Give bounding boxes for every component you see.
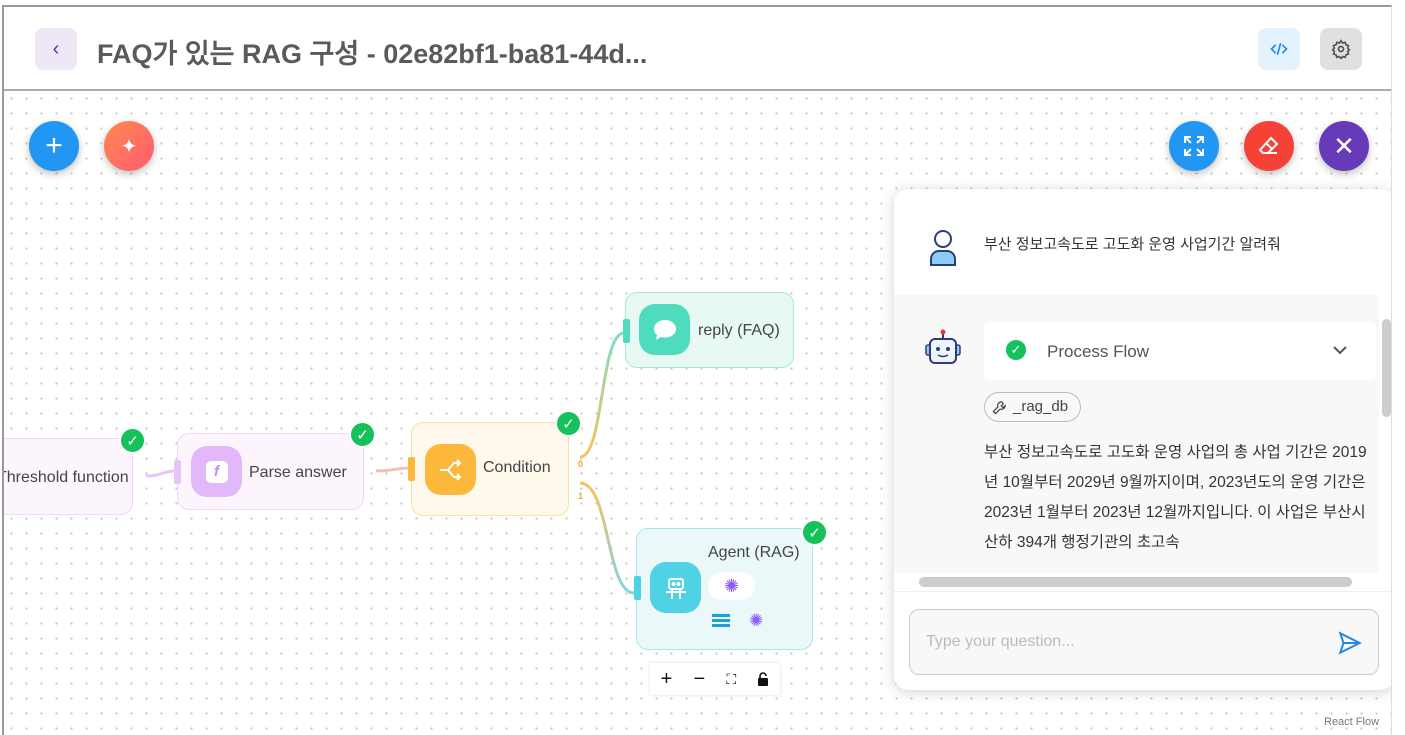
node-label: reply (FAQ) [698, 322, 780, 339]
tool-chip-label: _rag_db [1013, 398, 1069, 415]
ai-assist-button[interactable]: ✦ [104, 121, 154, 171]
input-handle[interactable] [174, 460, 181, 484]
close-icon: ✕ [1333, 130, 1355, 161]
node-reply-faq[interactable]: reply (FAQ) [623, 292, 794, 368]
node-threshold-function[interactable]: Threshold function [4, 438, 133, 515]
back-button[interactable]: ‹ [35, 28, 77, 70]
edge-condition-reply [579, 331, 625, 459]
flow-controls: + − ⛶ [650, 663, 780, 695]
vertical-scrollbar[interactable] [1379, 191, 1391, 571]
process-flow-accordion[interactable]: ✓ Process Flow [984, 322, 1376, 380]
plus-icon: + [45, 129, 63, 162]
clear-button[interactable] [1244, 121, 1294, 171]
vector-db-icon [712, 614, 730, 628]
scroll-thumb[interactable] [1382, 319, 1391, 417]
function-icon: f [191, 446, 242, 497]
page-title: FAQ가 있는 RAG 구성 - 02e82bf1-ba81-44d... [97, 39, 648, 69]
user-avatar-icon [930, 230, 956, 266]
code-icon [1270, 42, 1288, 56]
bot-answer: 부산 정보고속도로 고도화 운영 사업의 총 사업 기간은 2019년 10월부… [984, 444, 1367, 551]
horizontal-scrollbar[interactable] [894, 573, 1379, 591]
input-handle[interactable] [408, 457, 415, 481]
node-agent-rag[interactable]: Agent (RAG) ✺ ✺ [634, 528, 813, 650]
success-check-icon: ✓ [555, 410, 582, 437]
success-check-icon: ✓ [801, 519, 828, 546]
zoom-in-icon[interactable]: + [660, 667, 673, 690]
input-placeholder: Type your question... [926, 633, 1075, 650]
edges [145, 331, 635, 595]
user-message-row: 부산 정보고속도로 고도화 운영 사업기간 알려줘 [894, 189, 1379, 295]
input-handle[interactable] [634, 576, 641, 600]
expand-icon [1184, 136, 1204, 156]
chat-panel: 부산 정보고속도로 고도화 운영 사업기간 알려줘 ✓ Process Flow… [894, 189, 1391, 690]
question-input[interactable]: Type your question... [909, 609, 1379, 675]
gear-icon [1331, 39, 1351, 59]
wrench-icon [992, 401, 1006, 415]
eraser-icon [1258, 136, 1279, 154]
lock-icon[interactable] [757, 672, 769, 686]
tool-chip[interactable]: _rag_db [984, 392, 1082, 422]
node-label: Condition [483, 459, 551, 476]
divider [894, 591, 1391, 592]
success-check-icon: ✓ [1006, 340, 1026, 360]
success-check-icon: ✓ [349, 421, 376, 448]
node-condition[interactable]: Condition [408, 422, 569, 516]
settings-button[interactable] [1320, 28, 1362, 70]
edge-parse-condition [375, 466, 411, 473]
edge-threshold-parse [145, 469, 177, 478]
code-button[interactable] [1258, 28, 1300, 70]
zoom-out-icon[interactable]: − [693, 667, 706, 690]
node-label: Agent (RAG) [708, 544, 800, 561]
branch-icon [425, 444, 476, 495]
user-message: 부산 정보고속도로 고도화 운영 사업기간 알려줘 [984, 236, 1281, 253]
process-flow-label: Process Flow [1047, 342, 1150, 361]
chat-bubble-icon [639, 304, 690, 355]
node-parse-answer[interactable]: f Parse answer [174, 433, 364, 510]
output-handle-1[interactable]: 1 [578, 491, 584, 501]
success-check-icon: ✓ [119, 427, 146, 454]
chevron-down-icon[interactable] [1332, 344, 1348, 356]
app-window: ‹ FAQ가 있는 RAG 구성 - 02e82bf1-ba81-44d... … [2, 5, 1392, 735]
bot-avatar-icon [925, 329, 961, 364]
embedding-spiral-icon: ✺ [749, 611, 764, 630]
react-flow-attribution[interactable]: React Flow [1324, 716, 1380, 728]
node-label: Parse answer [249, 464, 347, 481]
node-label: Threshold function [4, 469, 129, 486]
close-button[interactable]: ✕ [1319, 121, 1369, 171]
input-handle[interactable] [623, 319, 630, 343]
bot-message-row: ✓ Process Flow _rag_db 부산 정보고속도로 고도화 운영 … [894, 295, 1379, 573]
output-handle-0[interactable]: 0 [578, 459, 584, 469]
sparkle-icon: ✦ [120, 135, 138, 158]
chevron-left-icon: ‹ [52, 37, 60, 60]
edge-condition-agent [579, 481, 635, 595]
scroll-thumb[interactable] [919, 577, 1352, 587]
send-icon[interactable] [1336, 630, 1364, 656]
model-spiral-icon: ✺ [708, 572, 755, 600]
fit-view-button[interactable] [1169, 121, 1219, 171]
fit-view-icon[interactable]: ⛶ [726, 670, 737, 687]
robot-icon [650, 562, 701, 613]
header: ‹ FAQ가 있는 RAG 구성 - 02e82bf1-ba81-44d... [4, 7, 1391, 91]
add-node-button[interactable]: + [29, 121, 79, 171]
